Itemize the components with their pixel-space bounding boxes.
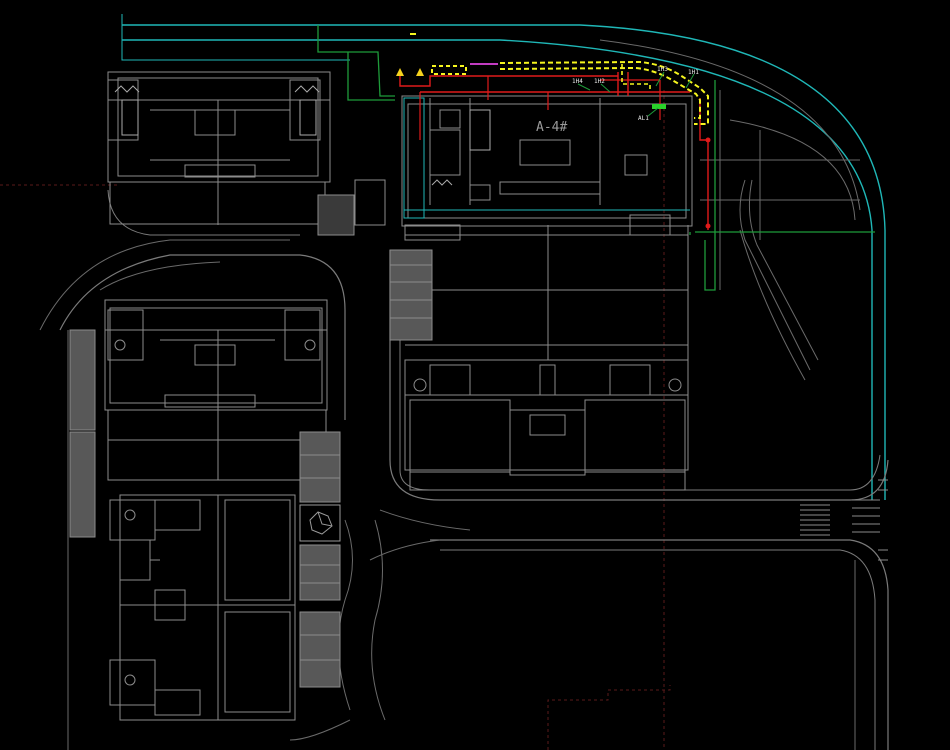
stair-block-left: [317, 179, 386, 236]
parking-block-center: [389, 249, 433, 341]
tag-1h3: 1H3: [657, 66, 668, 73]
planter-icon: [299, 504, 341, 542]
axis-lines: [0, 90, 671, 750]
tag-al1: AL1: [638, 115, 649, 122]
cable-routes: [396, 33, 711, 230]
tag-1h1: 1H1: [688, 69, 699, 76]
road-outlines: [39, 14, 889, 750]
building-a4: [401, 95, 693, 241]
tag-1h2: 1H2: [594, 78, 605, 85]
building-label: A-4#: [536, 120, 567, 135]
building-left-lower: [109, 494, 296, 721]
parking-strips: [69, 329, 341, 688]
building-center-lower: [404, 225, 689, 491]
site-boundary: [317, 25, 875, 291]
tag-1h4: 1H4: [572, 78, 583, 85]
